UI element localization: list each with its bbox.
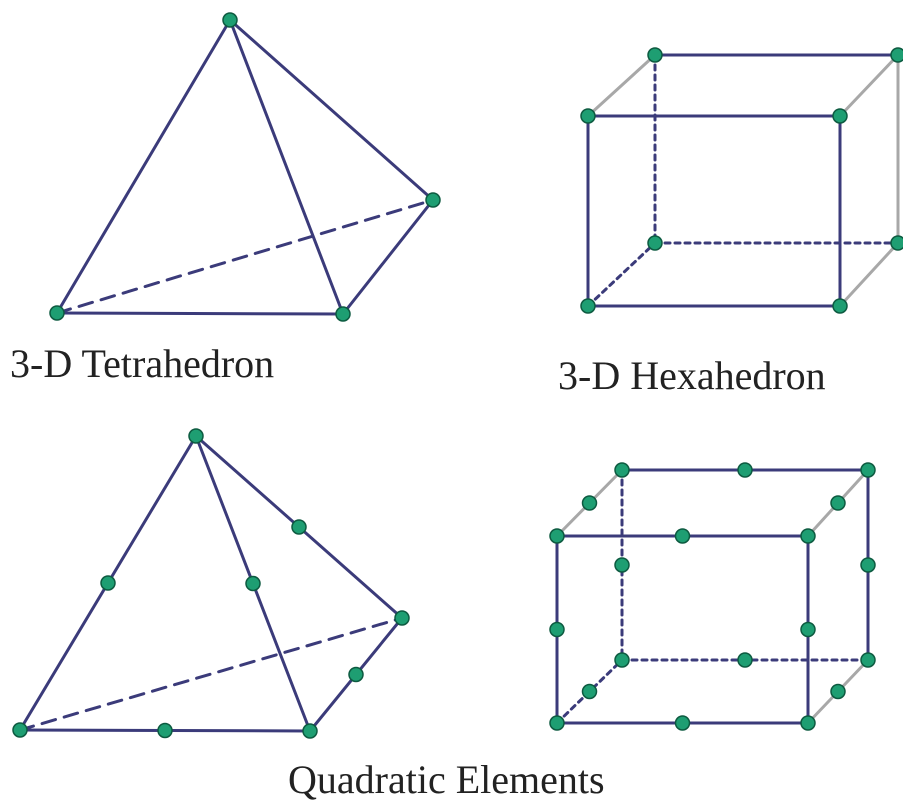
quad-tetra-midside-node xyxy=(157,722,173,739)
hexa-side-edge xyxy=(838,53,900,118)
hexa-node xyxy=(832,108,848,124)
quad-hexa-midside-node xyxy=(737,652,753,668)
quad-tetra-hidden-edge xyxy=(18,616,404,732)
quad-hexa-corner-node xyxy=(800,528,816,544)
quad-hexa-corner-node xyxy=(614,652,630,668)
quad-hexa-midside-node xyxy=(674,528,691,544)
quad-hexa-corner-node xyxy=(549,715,565,731)
quad-hexa-midside-node xyxy=(737,462,753,478)
tetra-edge xyxy=(55,18,232,315)
hexa-node xyxy=(647,235,663,251)
tetra-node xyxy=(222,12,238,28)
quad-tetra-midside-node xyxy=(291,519,307,535)
hexa-side-edge xyxy=(586,53,657,118)
hexa-node xyxy=(580,108,596,124)
tetra-node xyxy=(425,192,441,208)
quad-tetra-midside-node xyxy=(245,575,261,592)
hexa-side-edge xyxy=(838,241,900,308)
quad-hexa-midside-node xyxy=(614,557,630,573)
hexahedron-label: 3-D Hexahedron xyxy=(558,353,826,398)
quad-hexa-corner-node xyxy=(549,528,565,544)
quad-hexa-midside-node xyxy=(581,495,598,511)
quad-tetra-corner-node xyxy=(302,723,318,739)
quad-hexa-midside-node xyxy=(800,621,816,638)
hexa-hidden-edge xyxy=(586,241,657,308)
quad-hexa-midside-node xyxy=(830,683,846,700)
quad-tetra-corner-node xyxy=(394,610,410,626)
quad-hexa-corner-node xyxy=(860,462,876,478)
tetra-edge xyxy=(341,198,435,316)
quad-tetra-corner-node xyxy=(188,428,204,444)
quad-hexa-corner-node xyxy=(800,715,816,731)
tetra-edge xyxy=(55,311,345,316)
hexa-node xyxy=(832,298,848,314)
quad-tetra-corner-node xyxy=(12,722,28,738)
hexa-node xyxy=(647,47,663,63)
hexa-node xyxy=(890,235,903,251)
quad-hexa-corner-node xyxy=(614,462,630,478)
quad-hexa-midside-node xyxy=(860,557,876,573)
quad-hexa-corner-node xyxy=(860,652,876,668)
quad-hexa-midside-node xyxy=(581,683,598,700)
hexa-node xyxy=(890,47,903,63)
quad-hexa-midside-node xyxy=(549,621,565,638)
tetra-node xyxy=(335,306,351,322)
tetrahedron-label: 3-D Tetrahedron xyxy=(10,341,275,386)
tetra-edge xyxy=(228,18,345,316)
quad-hexa-midside-node xyxy=(674,715,691,731)
quad-tetra-midside-node xyxy=(100,575,116,591)
quadratic-elements-label: Quadratic Elements xyxy=(288,757,605,802)
tetra-node xyxy=(49,305,65,321)
quad-tetra-midside-node xyxy=(348,666,364,683)
tetra-edge xyxy=(228,18,435,202)
hexa-node xyxy=(580,298,596,314)
tetra-hidden-edge xyxy=(55,198,435,315)
quad-hexa-midside-node xyxy=(830,495,846,511)
